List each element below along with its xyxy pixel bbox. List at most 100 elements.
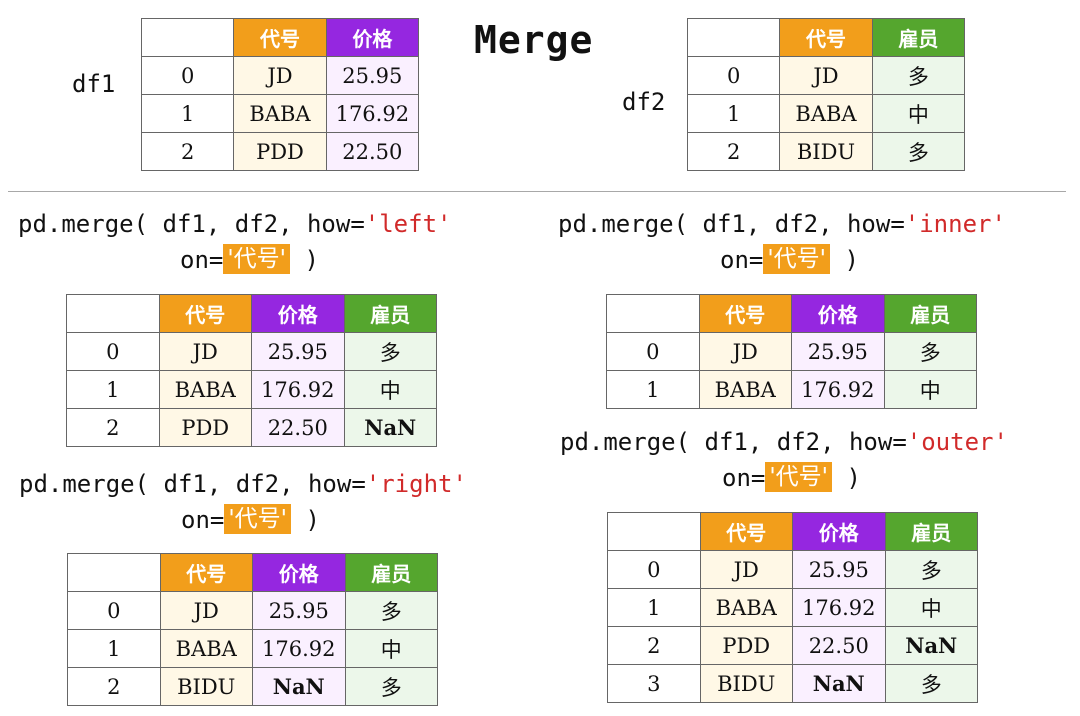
column-header: 雇员: [884, 512, 978, 551]
table-cell: 多: [344, 591, 438, 630]
on-key-highlight: '代号': [223, 244, 291, 274]
merge-outer-code: pd.merge( df1, df2, how='outer' on='代号' …: [560, 424, 1008, 496]
table-cell: 多: [871, 56, 966, 95]
on-key-highlight: '代号': [763, 244, 831, 274]
table-cell: 多: [871, 132, 966, 171]
table-cell: BABA: [159, 629, 253, 668]
table-cell: BIDU: [779, 132, 873, 171]
column-header: 雇员: [344, 553, 438, 592]
table-cell: 25.95: [791, 332, 885, 371]
table-cell: NaN: [252, 667, 346, 706]
table-cell: BABA: [158, 370, 252, 409]
row-index: 2: [686, 132, 781, 171]
table-cell: 25.95: [325, 56, 420, 95]
row-index: 1: [67, 629, 161, 668]
code-call: pd.merge( df1, df2, how=: [18, 210, 365, 238]
table-cell: BIDU: [159, 667, 253, 706]
column-header: 雇员: [343, 294, 437, 333]
table-cell: NaN: [884, 626, 978, 665]
merge-left-code: pd.merge( df1, df2, how='left' on='代号' ): [18, 206, 451, 278]
header-row: 代号价格: [140, 18, 420, 57]
column-header: 价格: [252, 553, 346, 592]
row-index: 0: [686, 56, 781, 95]
column-header: 代号: [779, 18, 873, 57]
on-key-highlight: '代号': [224, 504, 292, 534]
corner-cell: [66, 294, 160, 333]
table-cell: PDD: [233, 132, 327, 171]
row-index: 3: [607, 664, 701, 703]
on-label: on=: [722, 464, 766, 492]
table-cell: BABA: [233, 94, 327, 133]
on-key-highlight: '代号': [765, 462, 833, 492]
code-call: pd.merge( df1, df2, how=: [560, 428, 907, 456]
on-label: on=: [180, 246, 224, 274]
close-paren: ): [291, 506, 320, 534]
header-row: 代号雇员: [686, 18, 966, 57]
header-row: 代号价格雇员: [67, 553, 438, 592]
table-cell: BABA: [699, 588, 793, 627]
header-row: 代号价格雇员: [607, 512, 978, 551]
row-index: 0: [67, 591, 161, 630]
table-cell: PDD: [699, 626, 793, 665]
table-cell: 多: [884, 550, 978, 589]
table-cell: JD: [158, 332, 252, 371]
table-cell: 多: [343, 332, 437, 371]
code-call: pd.merge( df1, df2, how=: [558, 210, 905, 238]
header-row: 代号价格雇员: [66, 294, 437, 333]
row-index: 1: [66, 370, 160, 409]
table-cell: 25.95: [792, 550, 886, 589]
merge-right-code: pd.merge( df1, df2, how='right' on='代号' …: [19, 466, 467, 538]
row-index: 2: [607, 626, 701, 665]
table-cell: 22.50: [792, 626, 886, 665]
table-cell: BABA: [779, 94, 873, 133]
table-cell: 多: [883, 332, 977, 371]
table-cell: 176.92: [792, 588, 886, 627]
column-header: 代号: [159, 553, 253, 592]
close-paren: ): [290, 246, 319, 274]
table-cell: PDD: [158, 408, 252, 447]
how-value: 'outer': [906, 428, 1008, 456]
column-header: 价格: [251, 294, 345, 333]
column-header: 代号: [698, 294, 792, 333]
row-index: 2: [140, 132, 235, 171]
code-call: pd.merge( df1, df2, how=: [19, 470, 366, 498]
table-cell: JD: [159, 591, 253, 630]
df1-label: df1: [72, 70, 116, 98]
row-index: 2: [67, 667, 161, 706]
section-divider: [8, 191, 1066, 192]
table-cell: 22.50: [251, 408, 345, 447]
table-cell: NaN: [343, 408, 437, 447]
on-label: on=: [720, 246, 764, 274]
table-cell: JD: [779, 56, 873, 95]
corner-cell: [140, 18, 235, 57]
table-cell: 22.50: [325, 132, 420, 171]
how-value: 'left': [364, 210, 452, 238]
header-row: 代号价格雇员: [606, 294, 977, 333]
table-cell: 中: [884, 588, 978, 627]
close-paren: ): [832, 464, 861, 492]
column-header: 代号: [158, 294, 252, 333]
row-index: 1: [140, 94, 235, 133]
page-title: Merge: [474, 18, 594, 62]
corner-cell: [686, 18, 781, 57]
table-cell: JD: [699, 550, 793, 589]
how-value: 'right': [365, 470, 467, 498]
close-paren: ): [830, 246, 859, 274]
row-index: 1: [607, 588, 701, 627]
column-header: 雇员: [883, 294, 977, 333]
